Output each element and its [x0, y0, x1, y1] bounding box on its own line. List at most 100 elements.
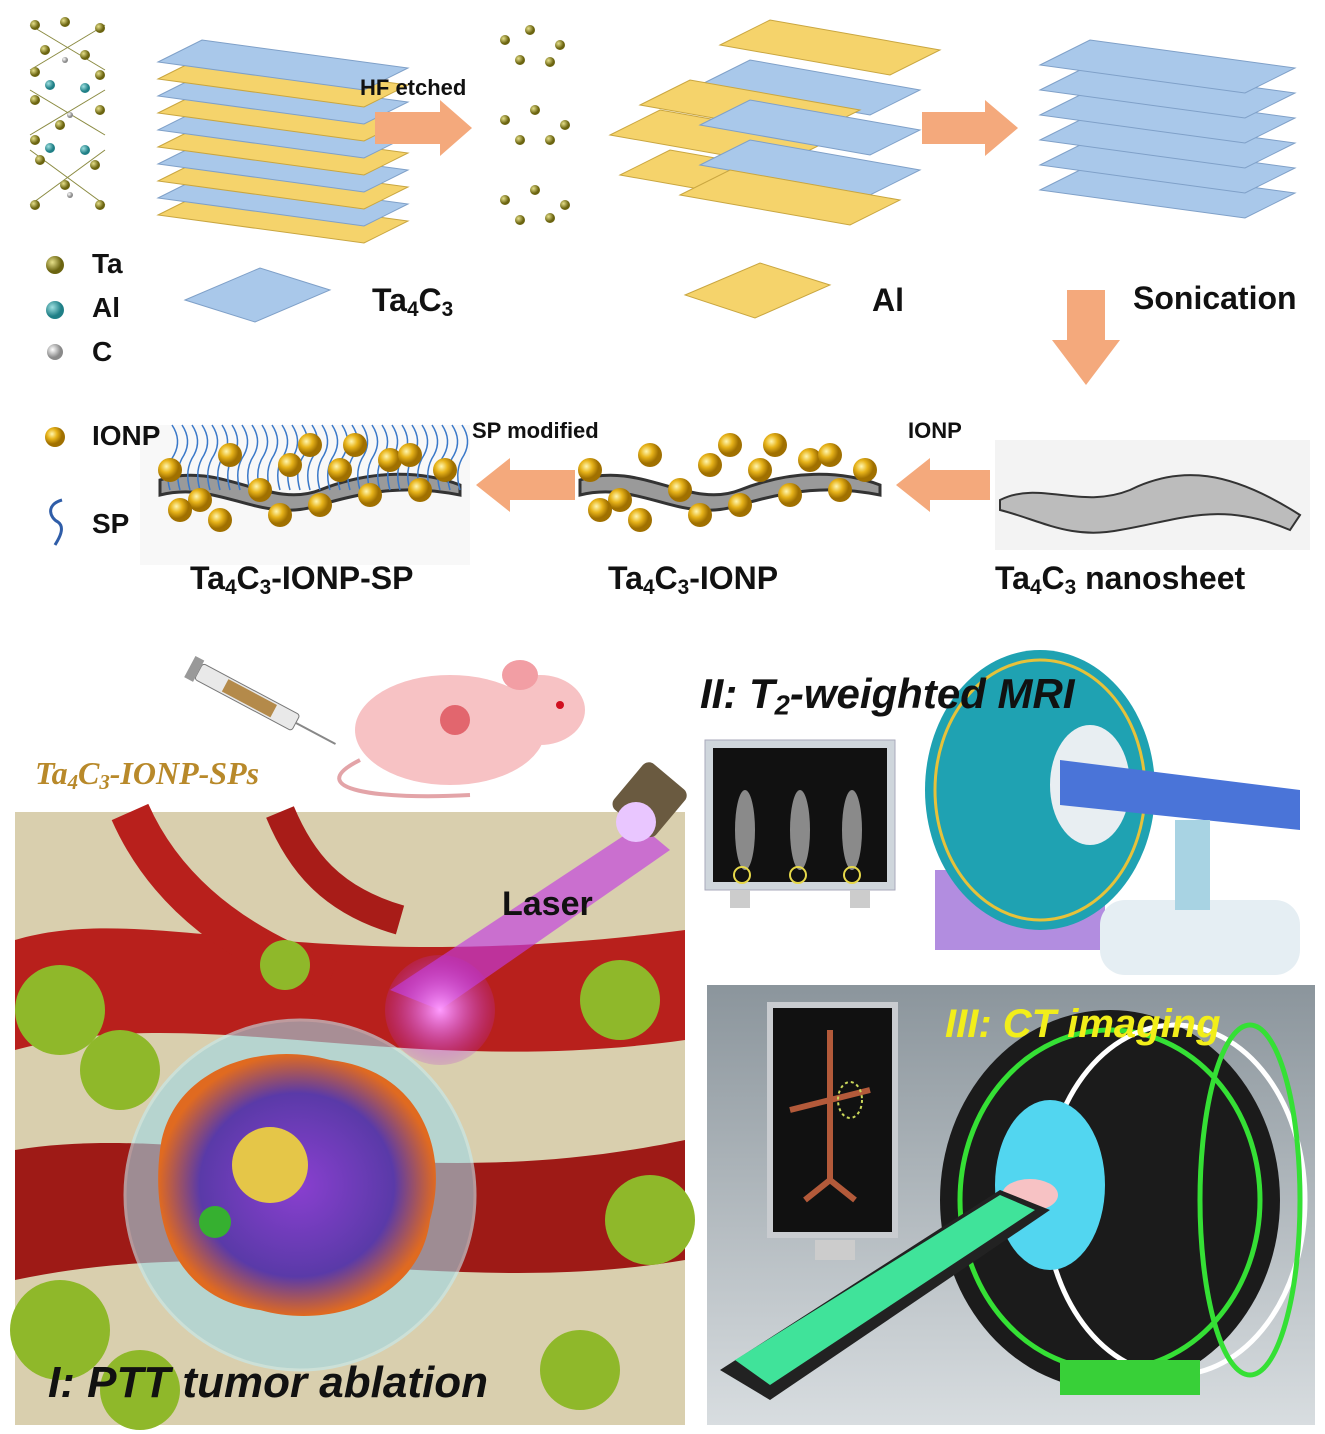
ionp-particle — [748, 458, 772, 482]
ta4c3-nanosheet-illustration — [995, 440, 1310, 550]
ionp-particle — [798, 448, 822, 472]
sp-chain — [357, 424, 369, 491]
legend-c-label: C — [92, 336, 113, 367]
ionp-particle — [168, 498, 192, 522]
sp-modified-label: SP modified — [472, 418, 599, 443]
mri-scanner — [925, 650, 1300, 975]
al-legend-ball — [46, 301, 64, 319]
panel2-title: II: T2-weighted MRI — [700, 670, 1075, 721]
ta4c3-nanosheet-label: Ta4C3 nanosheet — [995, 560, 1246, 599]
al-layer — [718, 19, 942, 76]
sp-chain — [327, 424, 339, 491]
sp-chain — [427, 424, 439, 491]
legend-sp-label: SP — [92, 508, 130, 539]
ionp-particle — [718, 433, 742, 457]
sonication-right-arrow — [922, 100, 1018, 156]
sp-chain — [207, 424, 219, 491]
ionp-particle — [608, 488, 632, 512]
ionp-particle — [208, 508, 232, 532]
ta4c3-layer — [1038, 139, 1297, 194]
ionp-particle — [818, 443, 842, 467]
syringe-icon — [184, 655, 336, 745]
ionp-particle — [268, 503, 292, 527]
ionp-arrow-label: IONP — [908, 418, 962, 443]
ta4c3-ionp-sp-label: Ta4C3-IONP-SP — [190, 560, 414, 599]
max-phase-layer-stack — [156, 39, 410, 244]
panel1-title: I: PTT tumor ablation — [48, 1358, 488, 1407]
ta4c3-ionp-sps-label: Ta4C3-IONP-SPs — [35, 755, 260, 794]
ionp-particle — [328, 458, 352, 482]
ionp-particle — [158, 458, 182, 482]
mri-monitor — [704, 739, 896, 908]
al-label: Al — [872, 282, 904, 318]
legend-ionp-label: IONP — [92, 420, 161, 451]
ta-legend-ball — [46, 256, 64, 274]
ta4c3-ionp-sp-illustration — [158, 424, 469, 532]
laser-device-icon — [612, 762, 687, 842]
ionp-particle — [578, 458, 602, 482]
sp-chain — [247, 424, 259, 491]
ta4c3-layer — [1038, 89, 1297, 144]
ionp-particle — [378, 448, 402, 472]
ta4c3-layer — [698, 99, 922, 156]
ionp-particle — [343, 433, 367, 457]
ptt-tumor-ablation-panel — [10, 762, 695, 1430]
sp-chain — [457, 424, 469, 491]
ta4c3-ionp-illustration — [578, 433, 882, 532]
laser-label: Laser — [502, 885, 593, 923]
mouse-illustration — [337, 660, 585, 799]
ionp-particle — [778, 483, 802, 507]
legend-ta-label: Ta — [92, 248, 123, 279]
ta4c3-ionp-label: Ta4C3-IONP — [608, 560, 779, 599]
ionp-particle — [433, 458, 457, 482]
legend-al-label: Al — [92, 292, 120, 323]
ta4c3-layer — [1038, 39, 1297, 94]
c-legend-ball — [47, 344, 63, 360]
ta4c3-layer — [1038, 114, 1297, 169]
ionp-arrow — [896, 458, 990, 512]
hf-etched-label: HF etched — [360, 75, 467, 100]
al-layer — [678, 169, 902, 226]
ct-imaging-panel — [707, 985, 1315, 1425]
ionp-particle — [763, 433, 787, 457]
sp-chain — [267, 424, 279, 491]
hf-etch-arrow — [375, 100, 472, 156]
ionp-particle — [728, 493, 752, 517]
ionp-particle — [188, 488, 212, 512]
sp-chain — [317, 424, 329, 491]
ionp-particle — [358, 483, 382, 507]
ionp-particle — [628, 508, 652, 532]
sp-chain — [367, 424, 379, 491]
ionp-particle — [398, 443, 422, 467]
sp-chain — [187, 424, 199, 491]
ionp-particle — [853, 458, 877, 482]
sp-chain — [237, 424, 249, 491]
ta4c3-legend-sheet — [183, 267, 332, 323]
ionp-particle — [698, 453, 722, 477]
ionp-particle — [828, 478, 852, 502]
ionp-particle — [588, 498, 612, 522]
etched-layer-stack — [608, 19, 942, 226]
ta4c3-layer — [1038, 164, 1297, 219]
ionp-particle — [688, 503, 712, 527]
ionp-particle — [218, 443, 242, 467]
down-arrow — [1052, 290, 1120, 385]
ionp-particle — [248, 478, 272, 502]
ionp-particle — [668, 478, 692, 502]
ionp-particle — [638, 443, 662, 467]
panel3-title: III: CT imaging — [945, 1002, 1221, 1046]
ionp-particle — [298, 433, 322, 457]
ta4c3-layer — [1038, 64, 1297, 119]
released-al-crystals — [500, 25, 570, 225]
ta4c3-layer — [156, 39, 410, 91]
ionp-particle — [308, 493, 332, 517]
ionp-particle — [408, 478, 432, 502]
sp-legend-icon — [49, 498, 63, 546]
ta4alc3-crystal-structure — [29, 17, 106, 210]
ionp-particle — [278, 453, 302, 477]
ta4c3-label: Ta4C3 — [372, 282, 454, 321]
sonication-label: Sonication — [1133, 280, 1297, 316]
sp-chain — [197, 424, 209, 491]
ionp-legend-ball — [45, 427, 65, 447]
